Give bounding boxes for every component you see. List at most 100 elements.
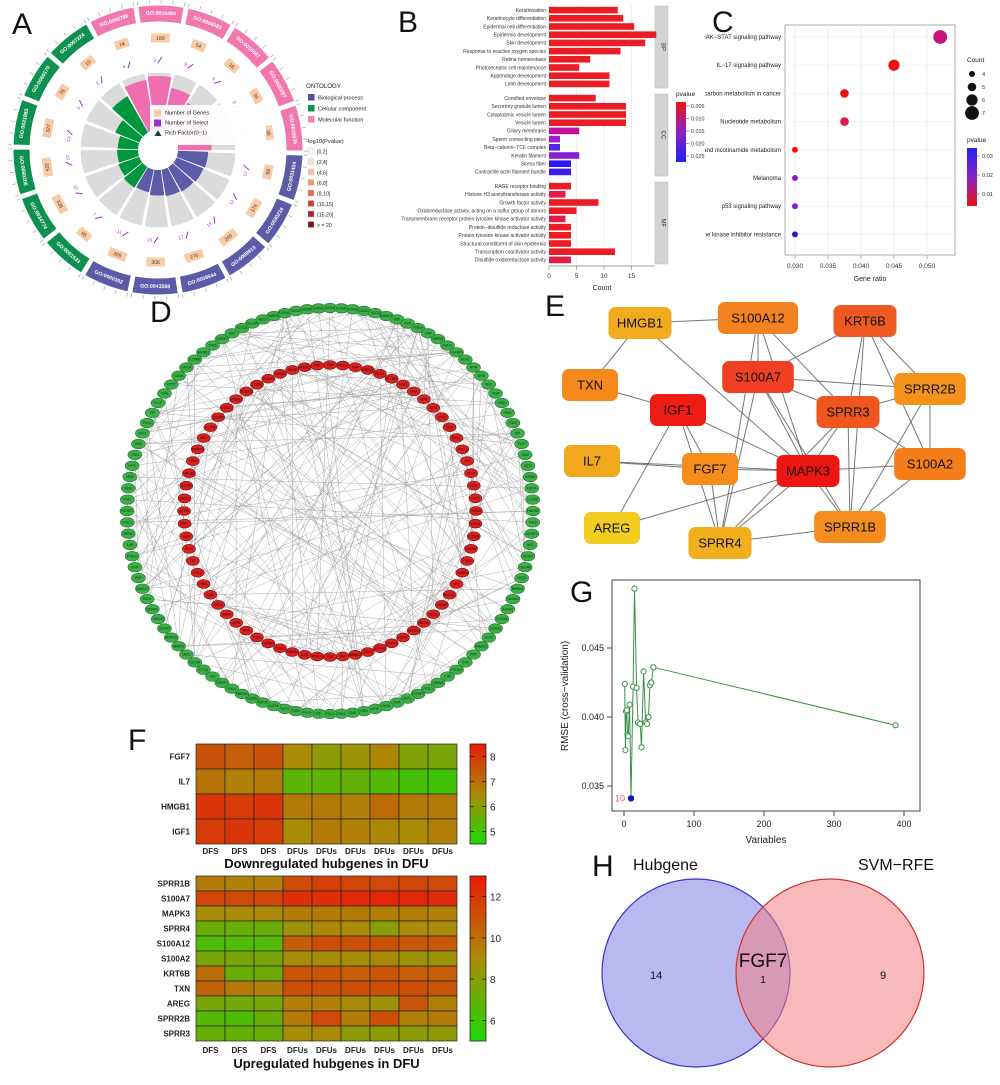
network-edge xyxy=(462,422,514,450)
network-edge xyxy=(246,630,297,712)
axis-tick xyxy=(26,220,31,223)
optimal-point-label: 10 xyxy=(615,793,625,803)
go-segment xyxy=(258,60,296,108)
heatmap-cell xyxy=(340,965,371,982)
gene-count-box xyxy=(75,226,93,243)
heatmap-row-label: AREG xyxy=(167,1000,190,1009)
venn-set-count: 9 xyxy=(880,970,886,982)
network-edge xyxy=(152,391,414,414)
network-edge xyxy=(375,637,489,710)
network-edge xyxy=(138,443,482,647)
x-tick-label: 0 xyxy=(547,273,551,280)
gene-node-label: IL20RB xyxy=(181,484,192,488)
gene-node-label: S100A7 xyxy=(502,607,514,611)
pathway-dot xyxy=(792,146,798,153)
gene-node-label: GREM1 xyxy=(432,337,444,341)
hub-gene-node xyxy=(466,531,481,542)
network-edge xyxy=(203,367,474,585)
hub-gene-node xyxy=(182,468,196,479)
gene-count-label: 34 xyxy=(251,93,259,101)
axis-tick xyxy=(298,189,303,192)
legend-swatch xyxy=(307,158,315,165)
outer-gene-node xyxy=(524,528,540,539)
gene-node-label: PLLP xyxy=(303,711,311,715)
go-term-label: Response to reactive oxygen species xyxy=(463,49,546,55)
hub-gene-node xyxy=(229,394,243,404)
gene-node-label: PNP xyxy=(339,655,346,659)
gene-node-label: S100A3 xyxy=(386,641,398,645)
heatmap-cell xyxy=(427,995,458,1012)
go-id-label: GO:0015035 xyxy=(287,114,298,145)
heatmap-cell xyxy=(340,768,371,795)
heatmap-col-label: DFS xyxy=(232,847,249,856)
go-term-bar xyxy=(549,191,566,198)
panel-d-label: D xyxy=(150,296,172,329)
gene-count-box xyxy=(218,227,239,247)
network-edge xyxy=(152,412,489,638)
heatmap-cell xyxy=(282,768,313,795)
network-edge xyxy=(221,339,305,655)
gene-count-box xyxy=(79,54,97,71)
network-edge xyxy=(396,319,534,512)
facet-strip xyxy=(654,93,669,177)
gene-node-label: SCO2 xyxy=(363,650,372,654)
rich-factor-wedge xyxy=(176,150,209,168)
outer-gene-node xyxy=(517,449,533,460)
rmse-point xyxy=(631,585,638,592)
go-segment xyxy=(45,230,91,274)
axis-tick xyxy=(294,200,299,203)
pvalue-tick-label: 0.02 xyxy=(982,173,993,179)
rich-factor-wedge xyxy=(118,156,143,176)
count-legend-title: Count xyxy=(967,57,985,64)
hub-gene-node xyxy=(229,618,243,628)
go-term-label: Beta−catenin−TCF complex xyxy=(484,145,546,151)
gene-node-label: S100A7 xyxy=(290,309,302,313)
heatmap-col-label: DFS xyxy=(261,847,278,856)
select-tick xyxy=(185,231,189,239)
axis-tick xyxy=(32,230,37,233)
x-tick-label: 0.050 xyxy=(919,263,936,270)
axis-tick xyxy=(92,281,95,286)
axis-tick xyxy=(193,291,196,296)
heatmap-cell xyxy=(398,935,429,952)
axis-tick xyxy=(302,126,307,128)
heatmap-col-label: DFUs xyxy=(403,1046,424,1055)
heatmap-cell xyxy=(224,995,255,1012)
network-edge xyxy=(292,369,522,445)
pathway-label: EGFR tyrosine kinase inhibitor resistanc… xyxy=(705,232,782,238)
heatmap-cell xyxy=(195,768,226,795)
network-edge xyxy=(132,454,526,557)
outer-gene-node xyxy=(135,583,150,594)
go-term-bar xyxy=(549,199,599,206)
hub-gene-node xyxy=(426,402,441,413)
rmse-point xyxy=(645,713,652,721)
gene-node-label: IL4R xyxy=(301,653,308,657)
pvalue-tick-label: 0.005 xyxy=(691,104,705,110)
network-edge xyxy=(417,328,474,537)
gene-node-label: OGN xyxy=(360,709,368,713)
gene-node-label: NEO1 xyxy=(429,612,438,616)
network-edge xyxy=(194,536,474,663)
network-edge xyxy=(473,433,518,486)
axis-tick xyxy=(81,275,85,280)
hub-gene-node xyxy=(250,632,264,643)
gene-node-label: KAT6A xyxy=(179,509,190,513)
axis-tick xyxy=(215,283,218,288)
heatmap-col-label: DFUs xyxy=(345,847,366,856)
outer-gene-node xyxy=(135,428,150,439)
network-edge xyxy=(391,378,496,629)
select-tick xyxy=(79,99,84,107)
hub-gene-label: KRT6B xyxy=(844,314,886,329)
gene-node-label: FHL5 xyxy=(189,459,197,463)
ontology-item-label: Cellular component xyxy=(318,107,367,113)
go-term-label: Limb development xyxy=(505,82,546,88)
heatmap-cell xyxy=(224,890,255,907)
heatmap-cell xyxy=(224,818,255,845)
rich-factor-wedge xyxy=(115,120,143,143)
pvalue-tick-label: 0.020 xyxy=(691,142,705,148)
outer-gene-node xyxy=(449,347,464,358)
